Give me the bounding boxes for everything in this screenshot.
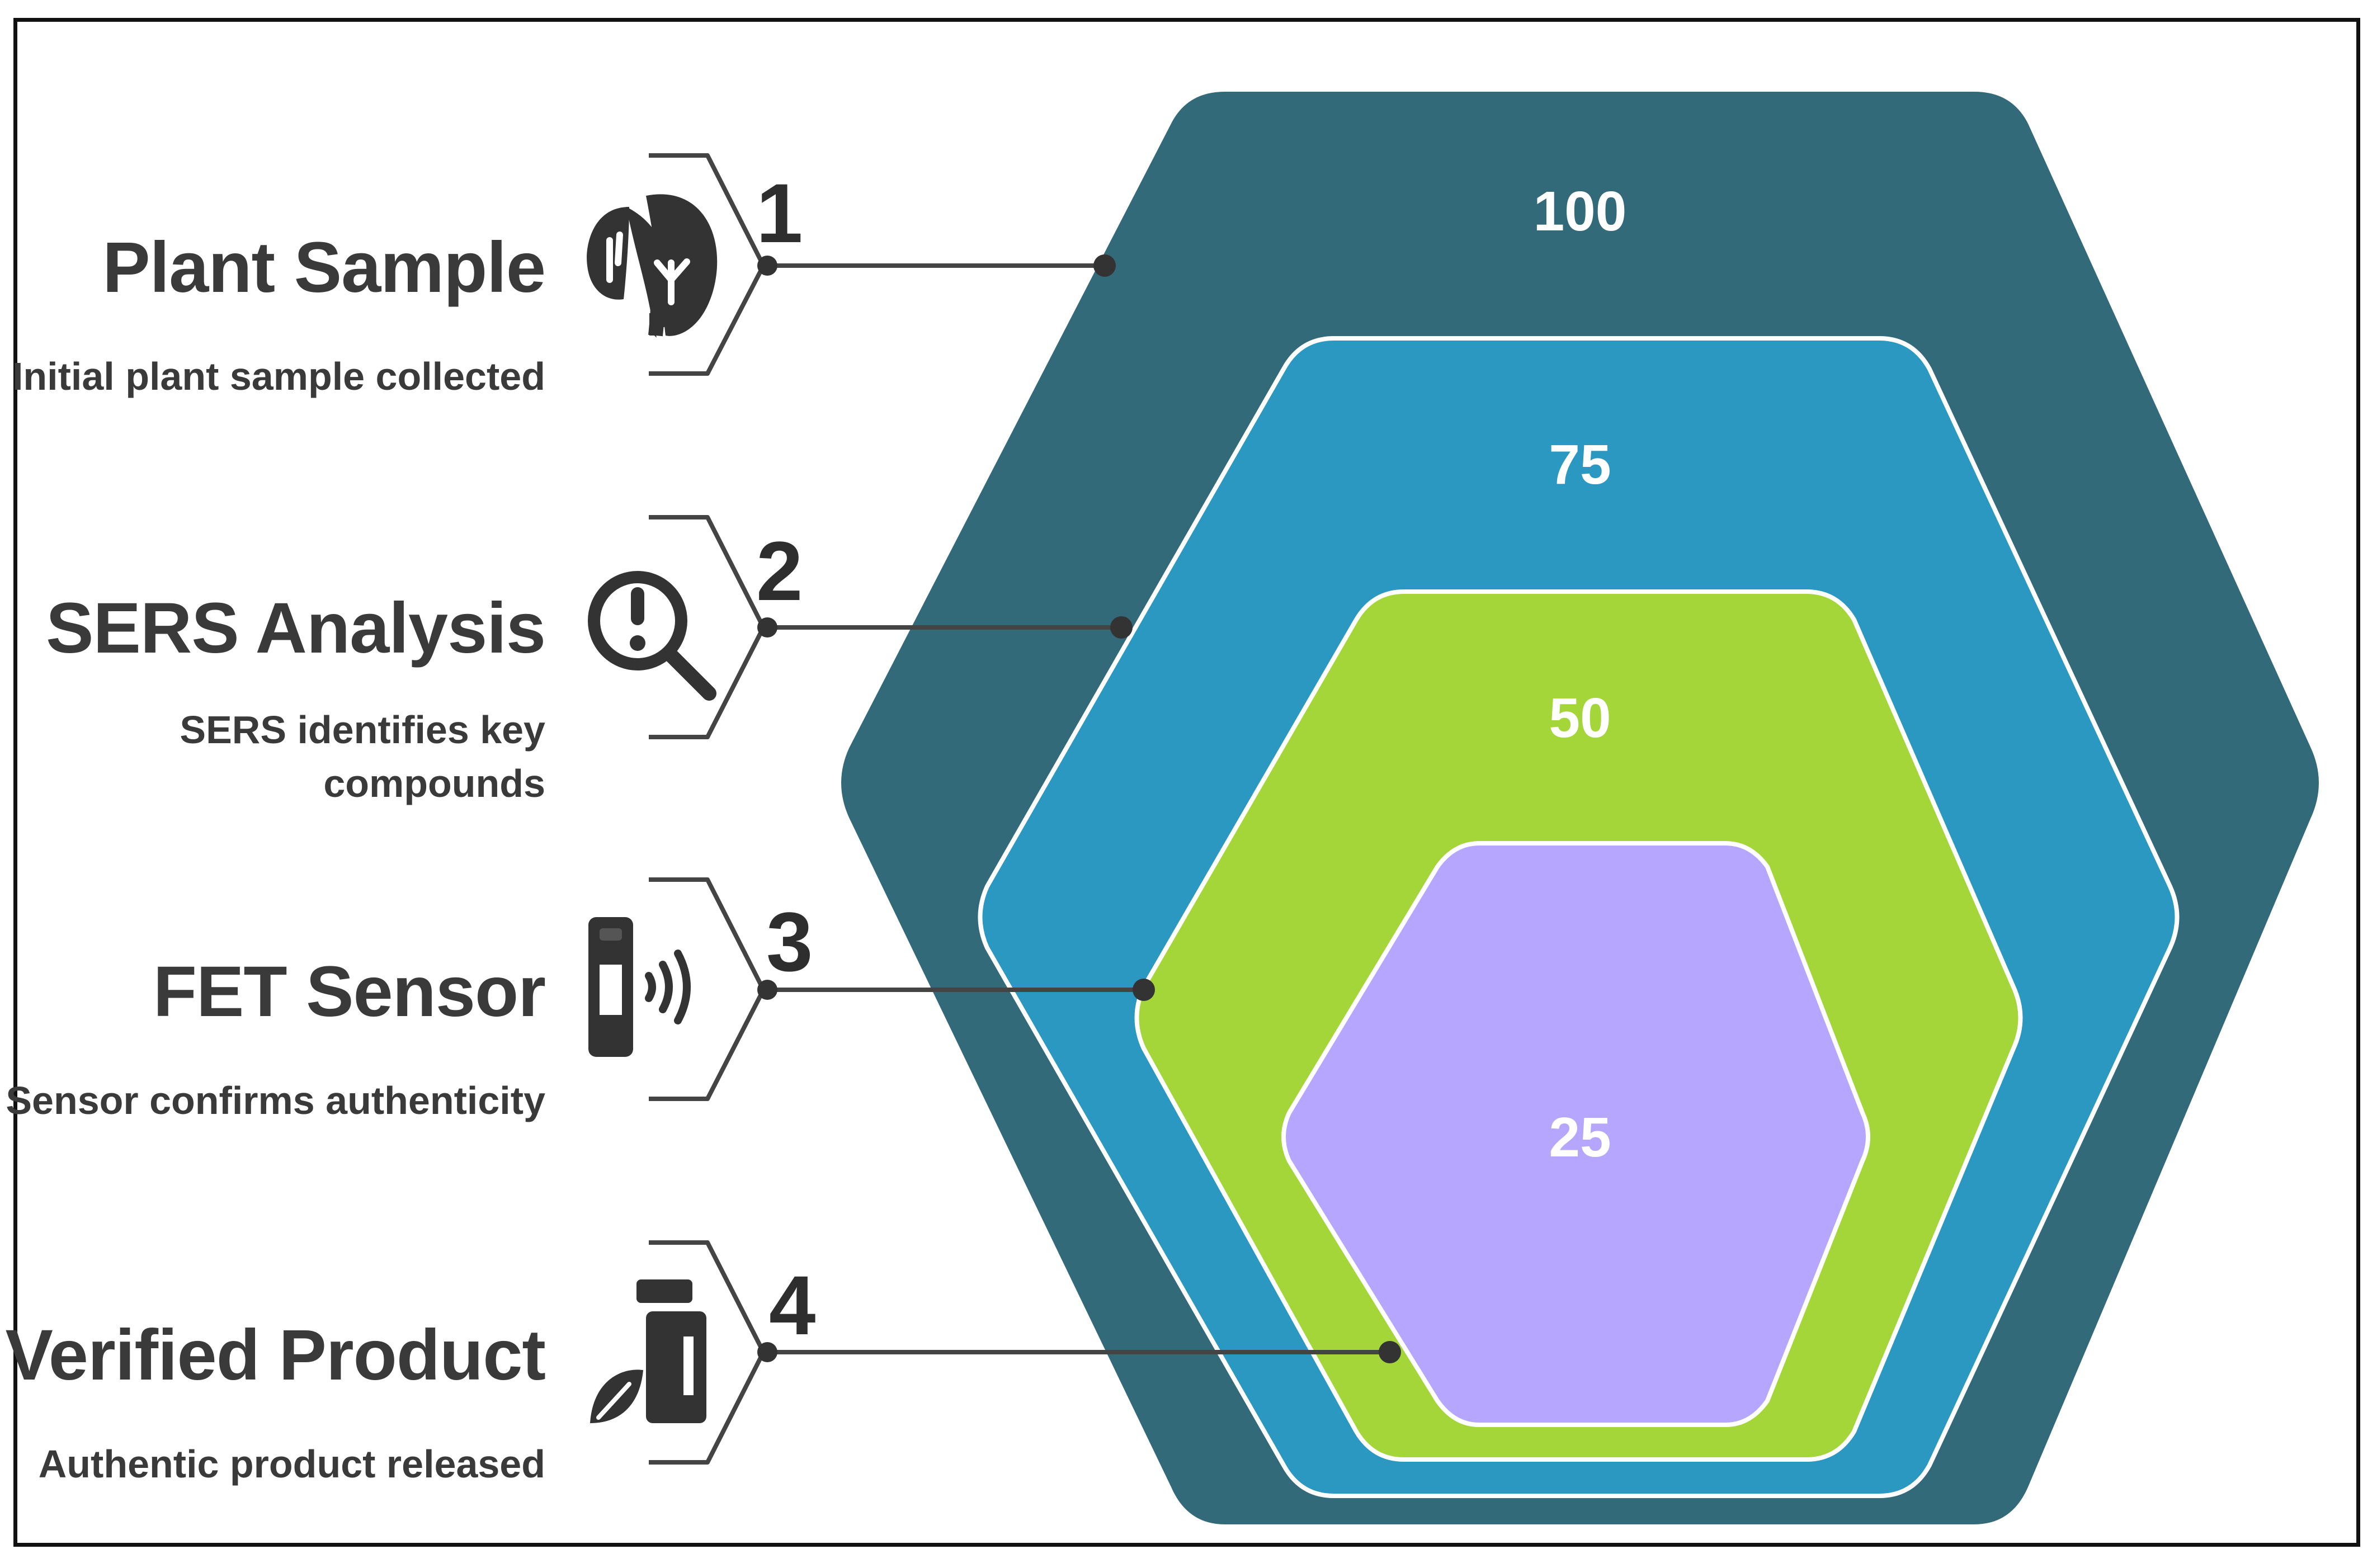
step-desc-4: Authentic product released xyxy=(38,1442,545,1486)
magnifier-icon xyxy=(588,571,716,701)
hexagon-level-25 xyxy=(1281,841,1870,1427)
step-number-4: 4 xyxy=(769,1258,816,1352)
step-connectors xyxy=(767,263,1390,1354)
step-desc-1: Initial plant sample collected xyxy=(12,355,545,398)
diagram-frame xyxy=(13,18,2360,1547)
connector-dot-start-4 xyxy=(757,1342,777,1362)
step-title-3: FET Sensor xyxy=(153,952,546,1032)
step-number-3: 3 xyxy=(766,895,813,989)
level-label-75: 75 xyxy=(1549,433,1611,496)
connector-dot-end-3 xyxy=(1133,979,1155,1001)
sensor-device-icon xyxy=(588,917,691,1057)
step-brackets xyxy=(649,153,766,1465)
connector-dot-end-1 xyxy=(1093,254,1116,277)
step-title-1: Plant Sample xyxy=(102,228,546,308)
level-label-50: 50 xyxy=(1549,687,1611,749)
product-jar-icon xyxy=(590,1279,706,1423)
bracket-2 xyxy=(649,515,766,739)
step-number-2: 2 xyxy=(756,524,803,618)
step-desc-2: SERS identifies key compounds xyxy=(180,708,545,805)
connector-dots xyxy=(757,254,1401,1363)
plant-leaves-icon xyxy=(587,194,718,338)
step-title-4: Verified Product xyxy=(5,1315,546,1395)
level-label-25: 25 xyxy=(1549,1106,1611,1169)
level-label-100: 100 xyxy=(1534,180,1627,243)
connector-dot-start-3 xyxy=(757,980,777,1000)
step-desc-3: Sensor confirms authenticity xyxy=(6,1079,545,1122)
connector-dot-end-2 xyxy=(1110,616,1133,639)
connector-dot-start-2 xyxy=(757,617,777,637)
step-number-1: 1 xyxy=(756,166,803,260)
step-title-2: SERS Analysis xyxy=(46,588,546,668)
connector-dot-start-1 xyxy=(757,256,777,276)
connector-dot-end-4 xyxy=(1379,1341,1401,1363)
